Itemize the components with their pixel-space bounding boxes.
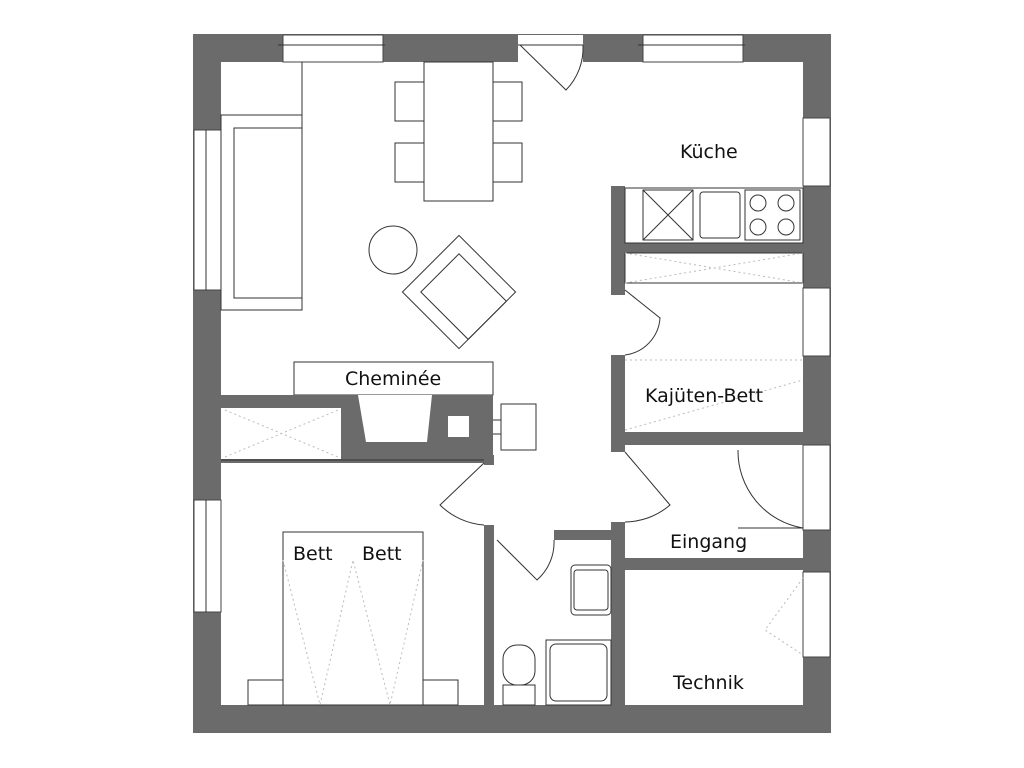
room-label-bed-right: Bett — [362, 543, 402, 565]
room-label-entrance: Eingang — [670, 531, 748, 553]
room-label-fireplace: Cheminée — [345, 368, 442, 390]
dining-table — [423, 61, 494, 202]
door-swing — [519, 44, 584, 91]
side-table — [368, 225, 418, 275]
window-right-3 — [802, 571, 831, 658]
shower — [545, 639, 612, 706]
washbasin — [570, 564, 612, 616]
room-label-bunk-bed: Kajüten-Bett — [645, 385, 764, 407]
entrance-door — [802, 444, 831, 531]
armchair — [401, 234, 517, 350]
stove-icon — [744, 189, 801, 241]
double-bed — [282, 531, 424, 706]
kitchen-counter — [624, 187, 804, 244]
window-right-1 — [802, 117, 831, 187]
balcony-door — [518, 35, 583, 62]
room-label-kitchen: Küche — [680, 141, 738, 163]
window-left-2 — [193, 499, 222, 613]
room-label-utility: Technik — [673, 672, 744, 694]
room-label-bed-left: Bett — [293, 543, 333, 565]
window-left-1 — [193, 129, 222, 291]
window-right-2 — [802, 287, 831, 357]
window-top-1 — [282, 34, 384, 63]
interior-floor — [221, 62, 803, 705]
window-top-2 — [642, 34, 744, 63]
sink-icon — [699, 191, 741, 239]
